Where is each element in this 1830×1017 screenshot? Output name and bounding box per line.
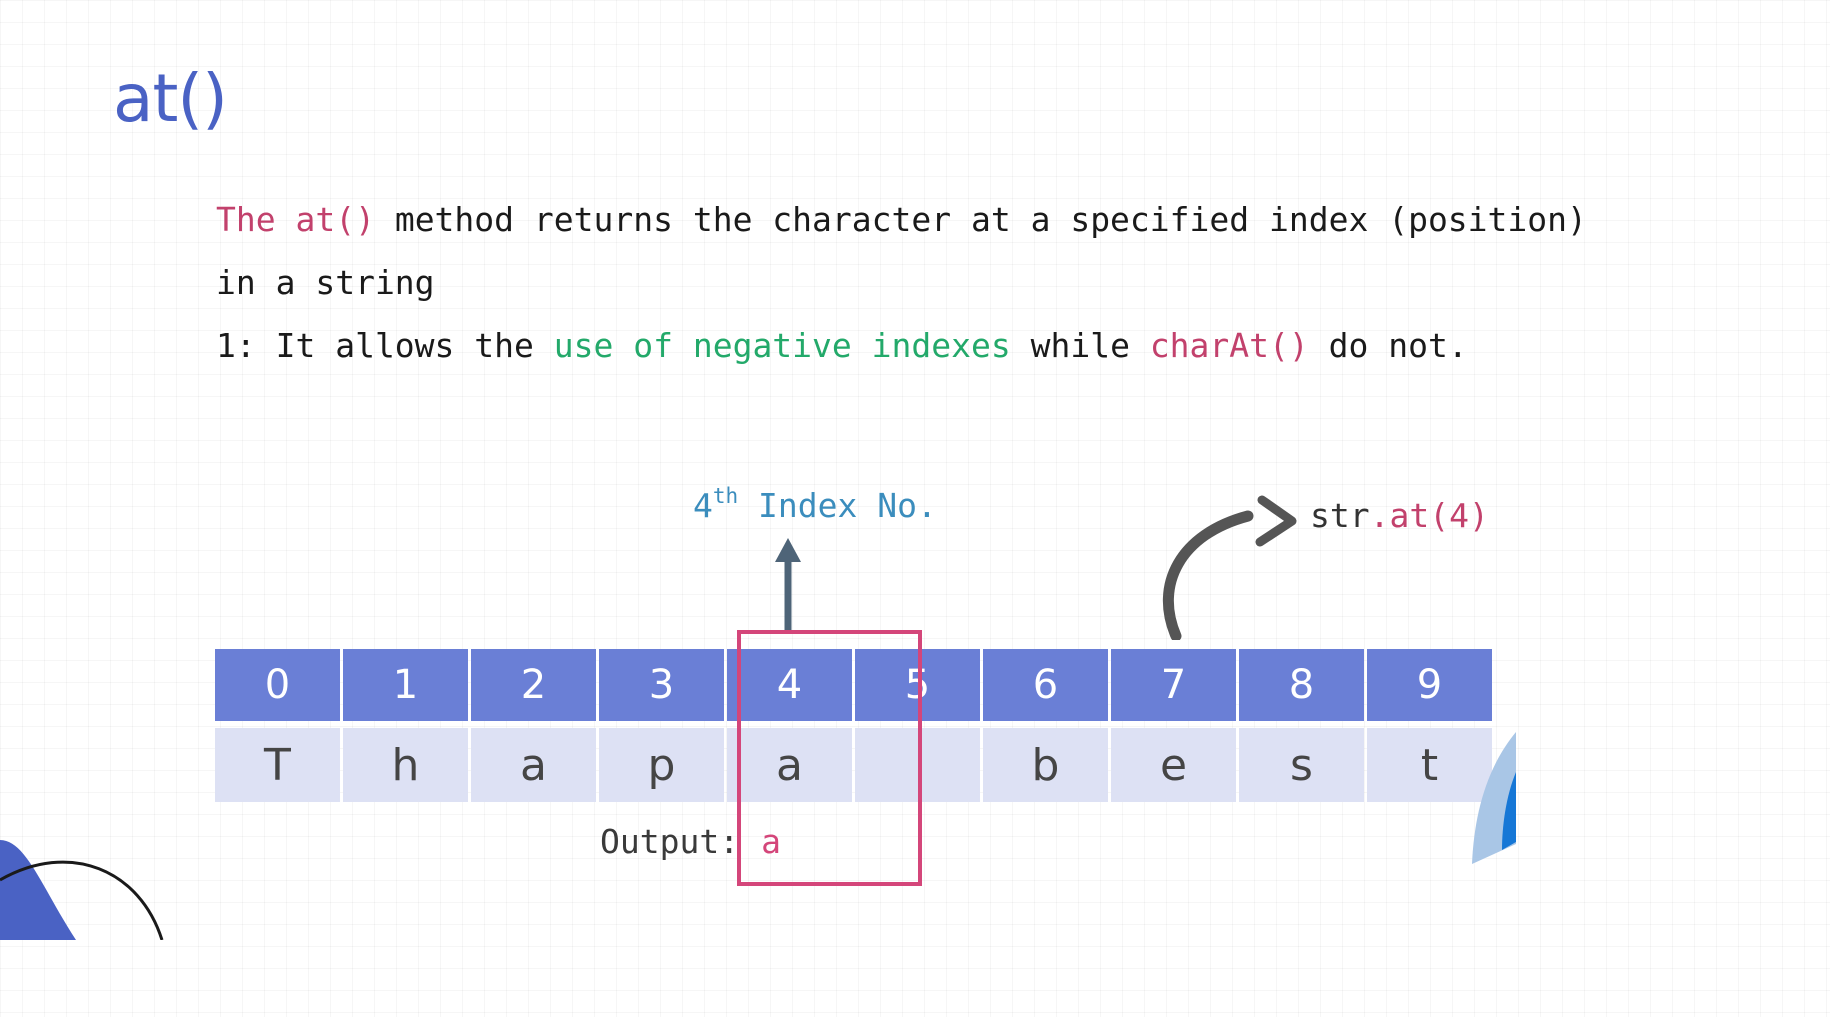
index-row: 0 1 2 3 4 5 6 7 8 9: [215, 649, 1495, 721]
index-cell: 8: [1239, 649, 1364, 721]
method-call-label: str.at(4): [1310, 496, 1489, 535]
character-cell: T: [215, 728, 340, 802]
slide-title: at(): [113, 60, 228, 137]
output-label: Output:: [600, 822, 740, 861]
character-cell: s: [1239, 728, 1364, 802]
index-cell: 9: [1367, 649, 1492, 721]
index-cell: 0: [215, 649, 340, 721]
output-line: Output: a: [600, 822, 781, 861]
character-cell: p: [599, 728, 724, 802]
negative-indexes-phrase: use of negative indexes: [553, 326, 1011, 365]
index-cell: 5: [855, 649, 980, 721]
character-cell: t: [1367, 728, 1492, 802]
character-cell: [855, 728, 980, 802]
description-line-2: in a string: [216, 263, 435, 302]
index-cell: 4: [727, 649, 852, 721]
method-call-name: .at(4): [1369, 496, 1489, 535]
method-call-object: str: [1310, 496, 1370, 535]
character-cell: a: [471, 728, 596, 802]
index-label-text: Index No.: [738, 486, 937, 525]
character-row: T h a p a b e s t: [215, 728, 1495, 802]
output-value: a: [761, 822, 781, 861]
decorative-wave-left: [0, 840, 164, 940]
character-cell: a: [727, 728, 852, 802]
index-label: 4th Index No.: [693, 484, 937, 526]
index-cell: 2: [471, 649, 596, 721]
curved-arrow-icon: [1162, 495, 1297, 640]
description-line-3-pre: 1: It allows the: [216, 326, 554, 365]
charat-keyword: charAt(): [1149, 326, 1309, 365]
index-cell: 1: [343, 649, 468, 721]
index-label-suffix: th: [712, 484, 739, 508]
description-line-1-text: method returns the character at a specif…: [374, 200, 1587, 239]
description-line-3-post: do not.: [1308, 326, 1468, 365]
arrow-up-icon: [775, 538, 801, 630]
index-cell: 7: [1111, 649, 1236, 721]
highlight-box: [737, 630, 922, 886]
index-cell: 6: [983, 649, 1108, 721]
character-cell: h: [343, 728, 468, 802]
description-line-3: 1: It allows the use of negative indexes…: [216, 314, 1587, 377]
decorative-wave-right: [1472, 732, 1516, 864]
index-cell: 3: [599, 649, 724, 721]
character-cell: b: [983, 728, 1108, 802]
character-cell: e: [1111, 728, 1236, 802]
at-method-keyword: The at(): [216, 200, 375, 239]
description: The at() method returns the character at…: [216, 188, 1587, 377]
description-line-1: The at() method returns the character at…: [216, 188, 1587, 251]
description-line-3-mid: while: [1010, 326, 1150, 365]
string-index-table: 0 1 2 3 4 5 6 7 8 9 T h a p a b e s t: [215, 649, 1495, 802]
index-label-number: 4: [693, 486, 713, 525]
